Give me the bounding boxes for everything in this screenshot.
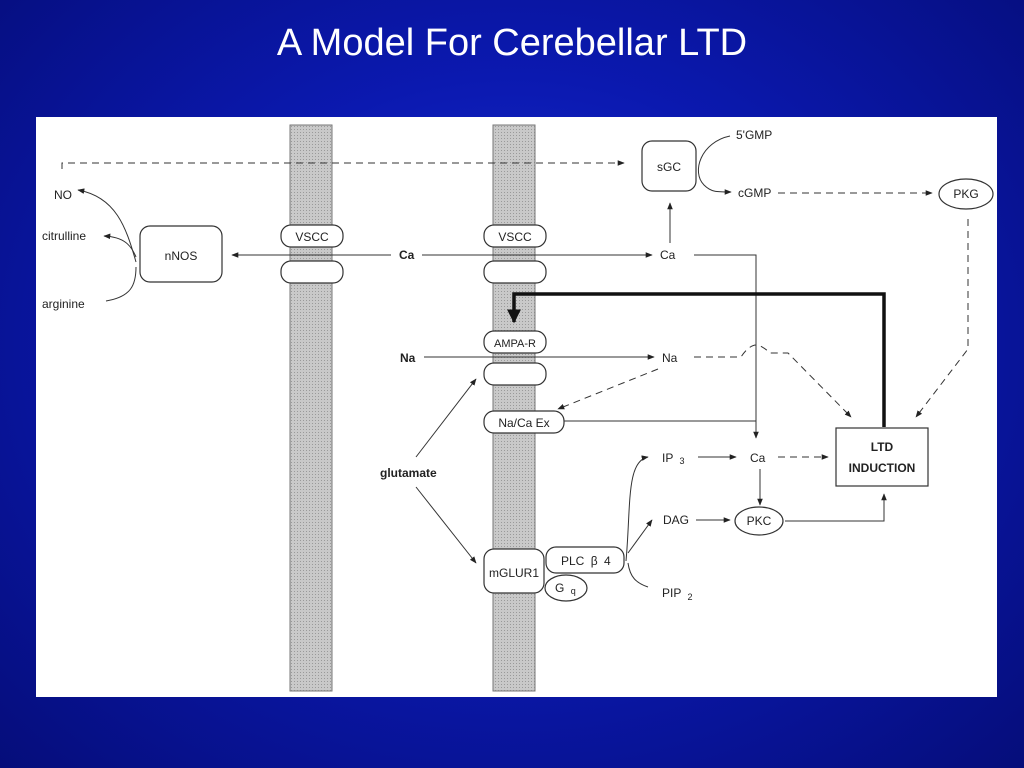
ampa-r-channel	[483, 330, 547, 354]
mglur1-label: mGLUR1	[489, 566, 539, 580]
vscc-left-gate	[280, 260, 344, 284]
arginine-label: arginine	[42, 297, 85, 311]
arrow-glutamate-to-ampa	[415, 378, 477, 458]
ca-mid-label: Ca	[750, 451, 766, 465]
na-dashed-to-ltd	[694, 344, 852, 418]
ltd-line1: LTD	[871, 440, 894, 454]
gq-ellipse	[544, 574, 588, 602]
branch-from-pip2	[627, 562, 649, 588]
pip2-label: PIP 2	[662, 586, 692, 602]
vscc-right-gate	[483, 260, 547, 284]
vscc-right-channel	[483, 224, 547, 248]
branch-to-ip3	[625, 455, 649, 562]
plc-box	[545, 546, 625, 574]
arrow-pkg-to-ltd	[915, 219, 969, 418]
five-gmp-label: 5'GMP	[736, 128, 772, 142]
na-left-label: Na	[400, 351, 416, 365]
naca-exchanger	[483, 410, 565, 434]
sgc-curve	[698, 135, 732, 195]
dag-label: DAG	[663, 513, 689, 527]
membrane-left	[289, 124, 333, 692]
nnos-label: nNOS	[165, 249, 198, 263]
branch-to-dag	[627, 519, 653, 554]
citrulline-label: citrulline	[42, 229, 86, 243]
plc-label: PLC β 4	[561, 554, 611, 568]
arrow-glutamate-to-mglur	[415, 486, 477, 564]
pkg-ellipse	[938, 178, 994, 210]
vscc-left-channel	[280, 224, 344, 248]
nnos-box	[139, 225, 223, 283]
membrane-right	[492, 124, 536, 692]
ip3-label: IP 3	[662, 451, 684, 466]
gq-label: G q	[555, 581, 576, 596]
ca-membrane-label: Ca	[399, 248, 415, 262]
ltd-feedback-arrow	[507, 292, 886, 427]
naca-ex-label: Na/Ca Ex	[498, 416, 549, 430]
cgmp-label: cGMP	[738, 186, 771, 200]
na-right-label: Na	[662, 351, 678, 365]
diagram-panel: nNOS NO citrulline arginine VSCC VSCC Ca…	[36, 117, 997, 697]
slide-title: A Model For Cerebellar LTD	[276, 22, 748, 64]
na-dashed-to-exchanger	[557, 368, 659, 410]
ampa-r-gate	[483, 362, 547, 386]
ca-top-label: Ca	[660, 248, 676, 262]
ltd-induction-box	[835, 427, 929, 487]
no-label: NO	[54, 188, 72, 202]
vscc-left-label: VSCC	[295, 230, 329, 244]
ltd-pathway-diagram: nNOS NO citrulline arginine VSCC VSCC Ca…	[42, 124, 994, 692]
pkg-label: PKG	[953, 187, 978, 201]
sgc-box	[641, 140, 697, 192]
pkc-ellipse	[734, 506, 784, 536]
arrow-no-to-sgc	[61, 160, 625, 169]
arginine-curve	[105, 266, 137, 302]
arrow-to-citrulline	[103, 233, 137, 258]
ltd-line2: INDUCTION	[849, 461, 916, 475]
vscc-right-label: VSCC	[498, 230, 532, 244]
arrow-to-no	[77, 188, 137, 263]
glutamate-label: glutamate	[380, 466, 437, 480]
ca-down-line	[694, 254, 759, 439]
arrow-pkc-to-ltd	[785, 493, 887, 522]
ampa-r-label: AMPA-R	[494, 338, 536, 350]
sgc-label: sGC	[657, 160, 681, 174]
pkc-label: PKC	[747, 514, 772, 528]
mglur1-box	[483, 548, 545, 594]
